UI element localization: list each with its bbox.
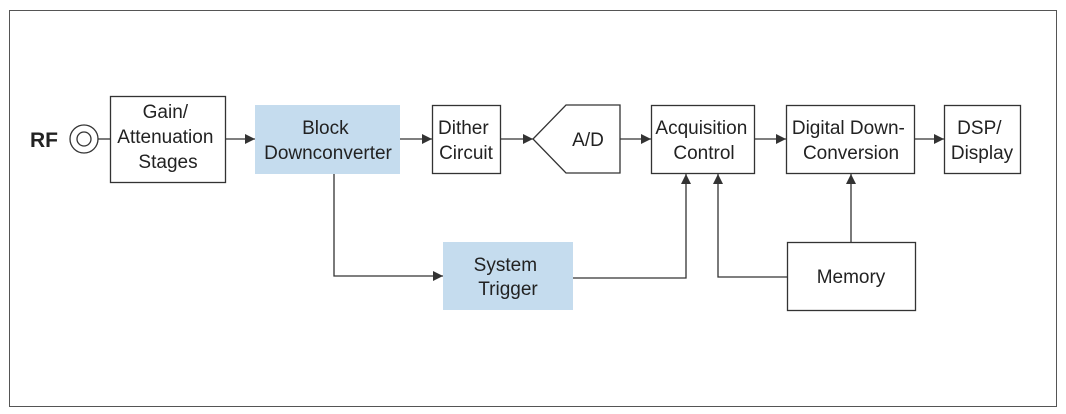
memory-label: Memory [817, 267, 886, 288]
ddc-label-line-1: Digital Down- [792, 118, 905, 139]
acq-label-line-2: Control [673, 143, 734, 164]
rf-connector-icon [69, 124, 99, 154]
block-dither-circuit: Dither Circuit [431, 104, 502, 175]
trigger-label-line-1: System [474, 255, 537, 276]
ddc-label-line-2: Conversion [803, 143, 899, 164]
svg-text:DSP/ Display: DSP/ Display [951, 118, 1014, 164]
gain-label-line-2: Attenuation [117, 127, 213, 148]
adc-label: A/D [572, 130, 604, 151]
svg-text:Gain/ Attenuation: Gain/ Attenuation Stages [117, 102, 218, 173]
dsp-label-line-1: DSP/ [957, 118, 1002, 139]
block-downconverter: Block Downconverter [255, 105, 400, 174]
rf-label: RF [30, 129, 58, 152]
svg-text:Dither Circuit: Dither Circuit [438, 118, 494, 164]
arrow-memory-to-acq [713, 174, 787, 278]
svg-text:System Trigger: System Trigger [474, 255, 543, 300]
block-dc-label-line-2: Downconverter [264, 143, 392, 164]
block-acquisition-control: Acquisition Control [650, 104, 756, 175]
dither-label-line-2: Circuit [439, 143, 494, 164]
gain-label-line-1: Gain/ [143, 102, 189, 123]
svg-text:Acquisition Control: Acquisition Control [655, 118, 752, 164]
arrow-trigger-to-acq [573, 174, 691, 279]
block-system-trigger: System Trigger [443, 242, 573, 310]
diagram-frame [9, 10, 1057, 407]
trigger-label-line-2: Trigger [478, 279, 538, 300]
acq-label-line-1: Acquisition [655, 118, 747, 139]
connectors [98, 134, 944, 281]
svg-text:Block Downconverter: Block Downconverter [264, 118, 392, 164]
svg-text:Memory: Memory [817, 267, 886, 288]
block-digital-downconversion: Digital Down- Conversion [785, 104, 916, 175]
block-adc: A/D [532, 104, 621, 174]
svg-text:A/D: A/D [572, 130, 604, 151]
dither-label-line-1: Dither [438, 118, 489, 139]
block-dc-label-line-1: Block [302, 118, 349, 139]
arrow-block-dc-to-trigger [333, 174, 443, 281]
gain-label-line-3: Stages [138, 152, 197, 173]
svg-text:Digital Down- Conversion: Digital Down- Conversion [792, 118, 910, 164]
block-gain-attenuation: Gain/ Attenuation Stages [109, 95, 227, 184]
dsp-label-line-2: Display [951, 143, 1014, 164]
block-memory: Memory [786, 241, 917, 312]
block-dsp-display: DSP/ Display [943, 104, 1022, 175]
